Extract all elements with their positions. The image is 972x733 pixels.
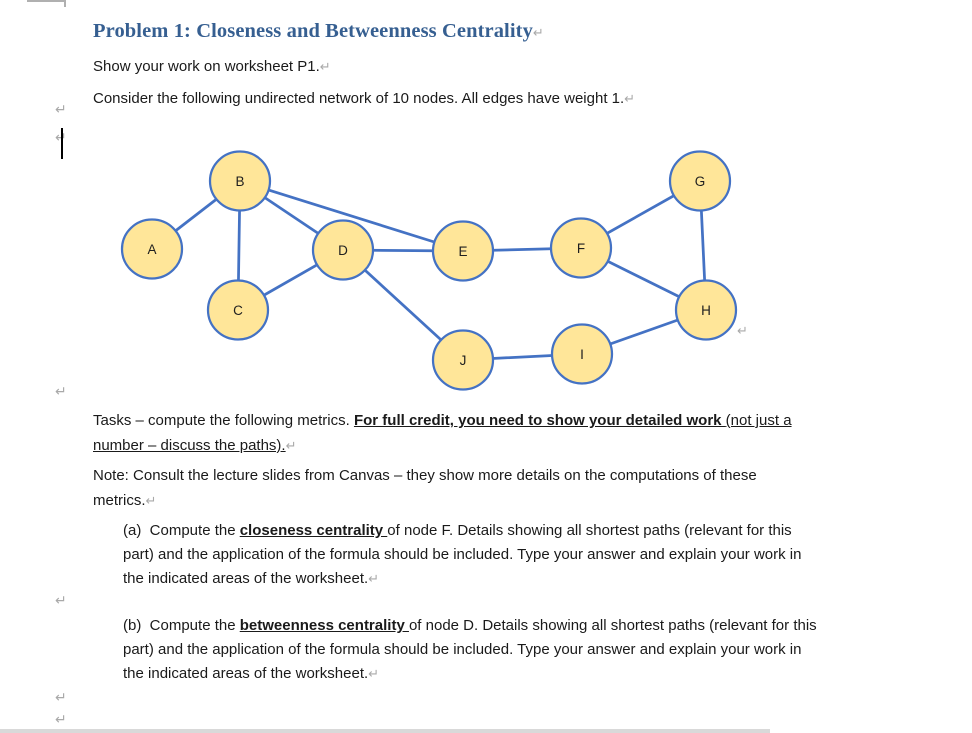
item-b-line-3: the indicated areas of the worksheet.↵ xyxy=(123,664,379,685)
graph-node-label-E: E xyxy=(458,244,467,259)
graph-node-label-I: I xyxy=(580,347,584,362)
paragraph-mark: ↵ xyxy=(624,92,636,107)
note-text: metrics. xyxy=(93,492,146,509)
item-a-keyword: closeness centrality xyxy=(239,522,388,539)
item-a-text: of node F. Details showing all shortest … xyxy=(387,522,792,539)
item-b-text: of node D. Details showing all shortest … xyxy=(408,617,817,634)
page-title: Problem 1: Closeness and Betweenness Cen… xyxy=(93,20,544,43)
graph-node-label-A: A xyxy=(147,242,156,257)
graph-node-B xyxy=(208,150,272,212)
item-b-text: part) and the application of the formula… xyxy=(123,641,802,658)
graph-node-label-D: D xyxy=(338,243,348,258)
graph-node-G xyxy=(668,150,732,212)
graph-node-label-J: J xyxy=(460,353,467,368)
tasks-paragraph-line-1: Tasks – compute the following metrics. F… xyxy=(93,411,792,431)
item-a-line-3: the indicated areas of the worksheet.↵ xyxy=(123,569,379,590)
graph-node-F xyxy=(549,217,613,279)
tasks-underline-text: (not just a xyxy=(725,412,792,429)
tasks-paragraph-line-2: number – discuss the paths).↵ xyxy=(93,436,297,457)
graph-edge-B-E xyxy=(238,179,465,253)
intro-paragraph-2: Consider the following undirected networ… xyxy=(93,89,635,110)
item-b-line-2: part) and the application of the formula… xyxy=(123,640,801,660)
tasks-text: Tasks – compute the following metrics. xyxy=(93,412,354,429)
paragraph-mark: ↵ xyxy=(55,102,67,118)
paragraph-mark: ↵ xyxy=(368,572,380,587)
page-title-text: Problem 1: Closeness and Betweenness Cen… xyxy=(93,19,533,42)
text-cursor xyxy=(61,128,63,159)
item-a-text: part) and the application of the formula… xyxy=(123,546,802,563)
tasks-bold-underline-text: For full credit, you need to show your d… xyxy=(353,412,726,429)
graph-node-label-H: H xyxy=(701,303,711,318)
tasks-underline-text: number – discuss the paths). xyxy=(93,437,286,454)
paragraph-mark: ↵ xyxy=(285,439,297,454)
paragraph-mark: ↵ xyxy=(368,667,380,682)
paragraph-mark: ↵ xyxy=(55,130,67,146)
item-a-line-2: part) and the application of the formula… xyxy=(123,545,801,565)
graph-node-J xyxy=(431,329,495,391)
intro-paragraph-1: Show your work on worksheet P1.↵ xyxy=(93,57,331,78)
item-b-keyword: betweenness centrality xyxy=(239,617,409,634)
graph-node-label-C: C xyxy=(233,303,243,318)
item-a-prefix: (a) Compute the xyxy=(123,522,240,539)
note-paragraph-line-1: Note: Consult the lecture slides from Ca… xyxy=(93,466,757,486)
paragraph-mark: ↵ xyxy=(55,712,67,728)
graph-node-C xyxy=(206,279,270,341)
graph-node-H xyxy=(674,279,738,341)
item-a-text: the indicated areas of the worksheet. xyxy=(123,570,369,587)
note-paragraph-line-2: metrics.↵ xyxy=(93,491,156,512)
bottom-edge-strip xyxy=(0,729,770,733)
graph-node-A xyxy=(120,218,184,280)
intro-paragraph-2-text: Consider the following undirected networ… xyxy=(93,90,625,107)
intro-paragraph-1-text: Show your work on worksheet P1. xyxy=(93,58,320,75)
graph-node-label-F: F xyxy=(577,241,585,256)
paragraph-mark: ↵ xyxy=(737,324,748,339)
graph-node-label-G: G xyxy=(695,174,706,189)
graph-node-D xyxy=(311,219,375,281)
item-b-text: the indicated areas of the worksheet. xyxy=(123,665,369,682)
paragraph-mark: ↵ xyxy=(55,690,67,706)
paragraph-mark: ↵ xyxy=(145,494,157,509)
paragraph-mark: ↵ xyxy=(55,593,67,609)
graph-node-label-B: B xyxy=(235,174,244,189)
note-text: Note: Consult the lecture slides from Ca… xyxy=(93,467,757,484)
item-a-line-1: (a) Compute the closeness centrality of … xyxy=(123,521,792,541)
graph-node-E xyxy=(431,220,495,282)
page-corner-mark xyxy=(27,0,66,7)
paragraph-mark: ↵ xyxy=(55,384,67,400)
graph-node-I xyxy=(550,323,614,385)
item-b-prefix: (b) Compute the xyxy=(123,617,240,634)
paragraph-mark: ↵ xyxy=(319,60,331,75)
paragraph-mark: ↵ xyxy=(532,25,544,41)
item-b-line-1: (b) Compute the betweenness centrality o… xyxy=(123,616,817,636)
